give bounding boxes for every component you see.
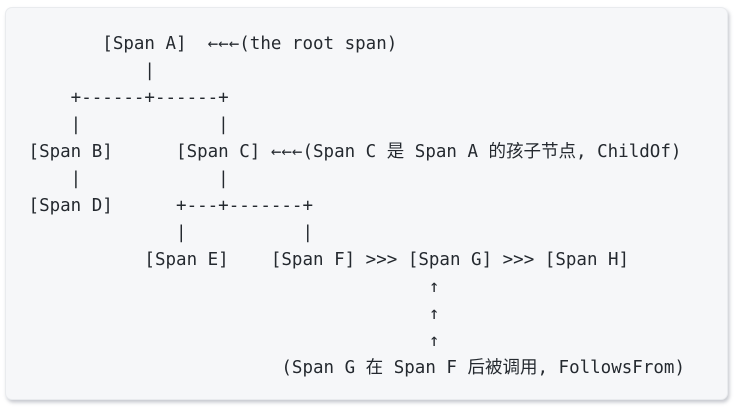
diagram-line-span-b-c-childof: [Span B] [Span C] ←←←(Span C 是 Span A 的孩… (18, 142, 682, 162)
diagram-line-up-arrow: ↑ (18, 304, 440, 324)
diagram-line-span-a-root: [Span A] ←←←(the root span) (18, 34, 398, 54)
diagram-line-up-arrow: ↑ (18, 331, 440, 351)
diagram-line-connector: | (18, 61, 155, 81)
diagram-line-connector: | | (18, 115, 229, 135)
span-tree-code-block: [Span A] ←←←(the root span) | +------+--… (5, 7, 728, 400)
diagram-line-connector: | | (18, 169, 229, 189)
diagram-line-span-d-branch: [Span D] +---+-------+ (18, 196, 314, 216)
diagram-line-up-arrow: ↑ (18, 277, 440, 297)
diagram-line-span-e-f-g-h: [Span E] [Span F] >>> [Span G] >>> [Span… (18, 250, 630, 270)
diagram-line-connector: | | (18, 223, 314, 243)
diagram-line-branch-top: +------+------+ (18, 88, 229, 108)
diagram-line-followsfrom-note: (Span G 在 Span F 后被调用, FollowsFrom) (18, 358, 685, 378)
